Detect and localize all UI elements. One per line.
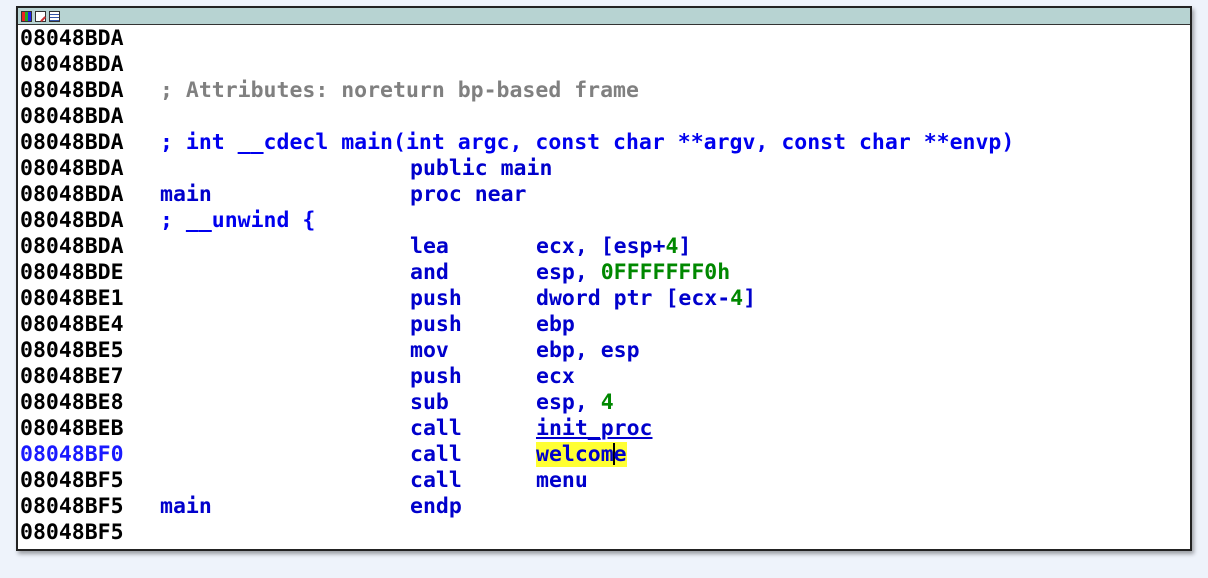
mnemonic: push — [410, 364, 462, 389]
text-cursor — [612, 443, 615, 465]
operands: esp, 4 — [536, 390, 614, 416]
mnemonic: mov — [410, 338, 449, 363]
comment: ; Attributes: noreturn bp-based frame — [160, 78, 639, 103]
listing-line[interactable]: 08048BDA ; __unwind { — [20, 208, 1190, 234]
mnemonic: and — [410, 260, 449, 285]
address: 08048BE4 — [20, 312, 124, 337]
listing-line[interactable]: 08048BDA — [20, 26, 1190, 52]
listing-line[interactable]: 08048BDA ; Attributes: noreturn bp-based … — [20, 78, 1190, 104]
operands: ecx — [536, 364, 575, 390]
graph-view-icon[interactable] — [21, 10, 32, 22]
listing-line[interactable]: 08048BDE and esp, 0FFFFFFF0h — [20, 260, 1190, 286]
comment: ; int __cdecl main(int argc, const char … — [160, 130, 1015, 155]
address: 08048BDA — [20, 182, 124, 207]
mnemonic: push — [410, 286, 462, 311]
address: 08048BDA — [20, 26, 124, 51]
listing-line[interactable]: 08048BE4 push ebp — [20, 312, 1190, 338]
listing-line[interactable]: 08048BF5 main endp — [20, 494, 1190, 520]
listing-line[interactable]: 08048BDA lea ecx, [esp+4] — [20, 234, 1190, 260]
address: 08048BDA — [20, 52, 124, 77]
address: 08048BF5 — [20, 468, 124, 493]
mnemonic: proc near — [410, 182, 527, 207]
operands: esp, 0FFFFFFF0h — [536, 260, 730, 286]
operand-text: ] — [743, 286, 757, 311]
operands: dword ptr [ecx-4] — [536, 286, 756, 312]
listing-line[interactable]: 08048BDA — [20, 52, 1190, 78]
mnemonic: public main — [410, 156, 553, 181]
mnemonic: call — [410, 468, 462, 493]
address: 08048BDA — [20, 234, 124, 259]
address: 08048BDA — [20, 104, 124, 129]
address: 08048BEB — [20, 416, 124, 441]
operands: menu — [536, 468, 588, 494]
listing-line[interactable]: 08048BE5 mov ebp, esp — [20, 338, 1190, 364]
address: 08048BDA — [20, 130, 124, 155]
listing-line[interactable]: 08048BDA public main — [20, 156, 1190, 182]
address: 08048BE7 — [20, 364, 124, 389]
listing-line[interactable]: 08048BF0 call welcome — [20, 442, 1190, 468]
listing-line[interactable]: 08048BDA ; int __cdecl main(int argc, con… — [20, 130, 1190, 156]
window-titlebar — [18, 8, 1190, 25]
operand-text: ebp, esp — [536, 338, 640, 363]
address: 08048BE8 — [20, 390, 124, 415]
mnemonic: endp — [410, 494, 462, 519]
address: 08048BE1 — [20, 286, 124, 311]
call-target-link[interactable]: menu — [536, 468, 588, 493]
call-target-link[interactable]: init_proc — [536, 416, 653, 441]
listing-line[interactable]: 08048BDA main proc near — [20, 182, 1190, 208]
operand-text: esp, — [536, 260, 601, 285]
operands: ebp, esp — [536, 338, 640, 364]
function-label[interactable]: main — [160, 494, 212, 519]
listing-line[interactable]: 08048BE8 sub esp, 4 — [20, 390, 1190, 416]
listing-line[interactable]: 08048BDA — [20, 104, 1190, 130]
listing-line[interactable]: 08048BE1 push dword ptr [ecx-4] — [20, 286, 1190, 312]
operands: ebp — [536, 312, 575, 338]
address: 08048BDA — [20, 78, 124, 103]
comment: ; __unwind { — [160, 208, 316, 233]
operand-text: ] — [678, 234, 692, 259]
operand-number: 0FFFFFFF0h — [600, 260, 731, 285]
listing-line[interactable]: 08048BF5 — [20, 520, 1190, 546]
operand-text: esp, — [536, 390, 601, 415]
address: 08048BE5 — [20, 338, 124, 363]
listing-line[interactable]: 08048BEB call init_proc — [20, 416, 1190, 442]
mnemonic: call — [410, 442, 462, 467]
operand-text: ecx, [esp+ — [536, 234, 666, 259]
address: 08048BDE — [20, 260, 124, 285]
operand-text: dword ptr [ecx- — [536, 286, 731, 311]
address: 08048BF5 — [20, 520, 124, 545]
operand-number: 4 — [730, 286, 744, 311]
function-label[interactable]: main — [160, 182, 212, 207]
operands: welcome — [536, 442, 627, 468]
mnemonic: lea — [410, 234, 449, 259]
operands: ecx, [esp+4] — [536, 234, 691, 260]
address: 08048BF5 — [20, 494, 124, 519]
edit-icon[interactable] — [35, 10, 46, 22]
address: 08048BDA — [20, 156, 124, 181]
operands: init_proc — [536, 416, 653, 442]
operand-number: 4 — [600, 390, 614, 415]
operand-number: 4 — [665, 234, 679, 259]
highlighted-call-target[interactable]: welcome — [536, 442, 627, 467]
listing-line[interactable]: 08048BE7 push ecx — [20, 364, 1190, 390]
operand-text: ebp — [536, 312, 575, 337]
mnemonic: push — [410, 312, 462, 337]
mnemonic: sub — [410, 390, 449, 415]
mnemonic: call — [410, 416, 462, 441]
text-view-icon[interactable] — [49, 10, 60, 22]
address: 08048BDA — [20, 208, 124, 233]
listing-line[interactable]: 08048BF5 call menu — [20, 468, 1190, 494]
operand-text: ecx — [536, 364, 575, 389]
address: 08048BF0 — [20, 442, 124, 467]
